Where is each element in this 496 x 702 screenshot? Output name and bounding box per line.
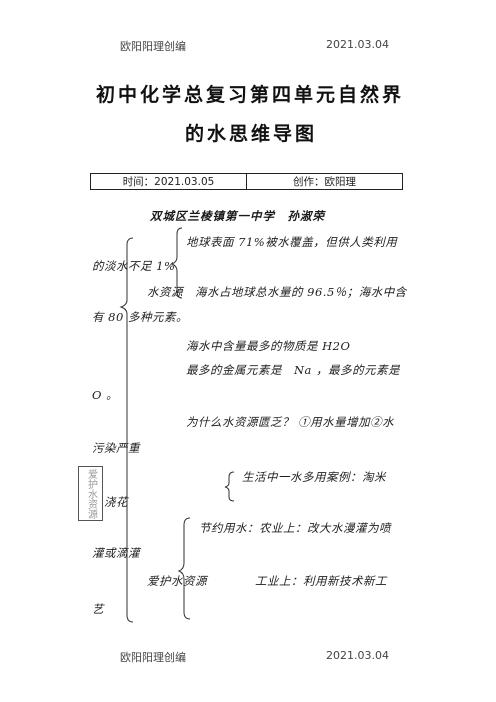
line-8: 为什么水资源匮乏？ ①用水量增加②水 — [186, 415, 395, 429]
meta-author: 创作：欧阳理 — [246, 174, 402, 189]
line-10: 生活中一水多用案例：淘米 — [242, 470, 386, 484]
line-4: 有 80 多种元素。 — [92, 310, 188, 324]
line-7: O 。 — [92, 388, 119, 402]
line-1: 地球表面 71%被水覆盖，但供人类利用 — [186, 235, 398, 249]
header-right: 2021.03.04 — [326, 38, 389, 51]
school-line: 双城区兰棱镇第一中学 孙淑荣 — [150, 209, 325, 223]
footer-left: 欧阳阳理创编 — [120, 651, 186, 664]
line-14: 爱护水资源 工业上：利用新技术新工 — [147, 574, 387, 588]
meta-table: 时间：2021.03.05 创作：欧阳理 — [90, 173, 403, 190]
line-2: 的淡水不足 1% — [92, 259, 176, 273]
line-9: 污染严重 — [92, 441, 140, 455]
outer-brace — [119, 237, 134, 623]
line-6: 最多的金属元素是 Na ，最多的元素是 — [186, 363, 401, 377]
line-11: 浇花 — [104, 495, 128, 509]
side-label-box: 爱护水资源 — [78, 466, 103, 521]
line-12: 节约用水：农业上：改大水漫灌为喷 — [199, 521, 391, 535]
water-resource-brace — [170, 227, 183, 299]
header-left: 欧阳阳理创编 — [120, 40, 186, 53]
line-15: 艺 — [92, 602, 104, 616]
line-3: 水资源 海水占地球总水量的 96.5％；海水中含 — [147, 285, 407, 299]
lifestyle-brace — [224, 471, 235, 502]
water-saving-brace — [177, 517, 191, 620]
footer-right: 2021.03.04 — [326, 649, 389, 662]
title-line-2: 的水思维导图 — [185, 123, 318, 145]
line-13: 灌或滴灌 — [92, 546, 140, 560]
title-line-1: 初中化学总复习第四单元自然界 — [96, 84, 405, 106]
meta-time: 时间：2021.03.05 — [122, 176, 215, 188]
line-5: 海水中含量最多的物质是 H2O — [186, 339, 351, 353]
